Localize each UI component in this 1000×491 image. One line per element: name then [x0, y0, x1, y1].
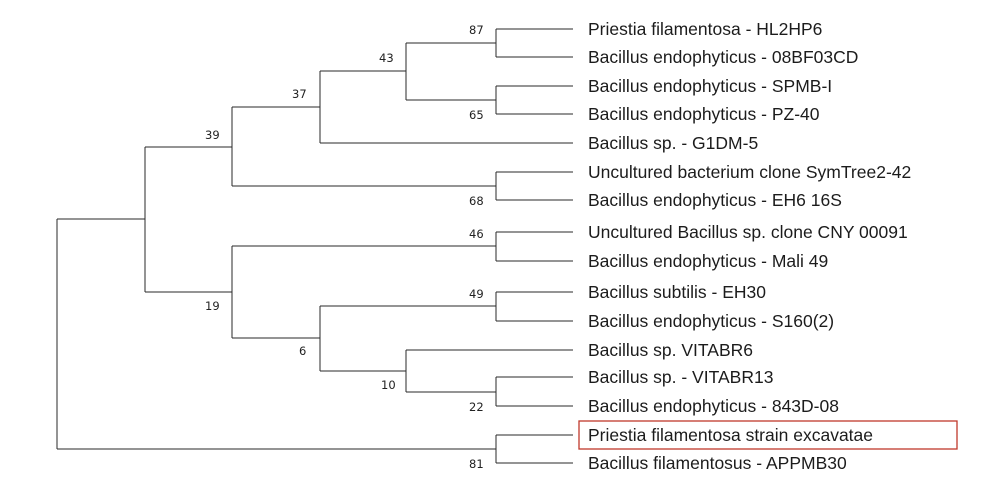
taxon-label: Bacillus endophyticus - 843D-08: [588, 396, 839, 416]
bootstrap-37: 37: [292, 87, 307, 101]
taxon-label: Bacillus sp. VITABR6: [588, 340, 753, 360]
tree-branches: [56, 28, 573, 464]
bootstrap-68: 68: [469, 194, 484, 208]
taxon-label-highlighted: Priestia filamentosa strain excavatae: [588, 425, 873, 445]
bootstrap-22: 22: [469, 400, 484, 414]
bootstrap-labels: 87 43 65 37 39 68 46 19 49 6 10 22 81: [205, 23, 484, 471]
bootstrap-65: 65: [469, 108, 484, 122]
taxon-label: Bacillus sp. - G1DM-5: [588, 133, 758, 153]
taxon-label: Bacillus endophyticus - Mali 49: [588, 251, 828, 271]
bootstrap-87: 87: [469, 23, 484, 37]
taxon-labels: Priestia filamentosa - HL2HP6 Bacillus e…: [588, 19, 911, 473]
taxon-label: Bacillus endophyticus - SPMB-I: [588, 76, 832, 96]
bootstrap-19: 19: [205, 299, 220, 313]
bootstrap-49: 49: [469, 287, 484, 301]
bootstrap-46: 46: [469, 227, 484, 241]
bootstrap-43: 43: [379, 51, 394, 65]
taxon-label: Bacillus filamentosus - APPMB30: [588, 453, 847, 473]
taxon-label: Bacillus endophyticus - S160(2): [588, 311, 834, 331]
taxon-label: Uncultured bacterium clone SymTree2-42: [588, 162, 911, 182]
taxon-label: Bacillus endophyticus - EH6 16S: [588, 190, 842, 210]
taxon-label: Uncultured Bacillus sp. clone CNY 00091: [588, 222, 908, 242]
bootstrap-10: 10: [381, 378, 396, 392]
bootstrap-6: 6: [299, 344, 306, 358]
bootstrap-81: 81: [469, 457, 484, 471]
taxon-label: Bacillus endophyticus - PZ-40: [588, 104, 820, 124]
taxon-label: Bacillus subtilis - EH30: [588, 282, 766, 302]
highlight-box: [578, 420, 958, 450]
taxon-label: Priestia filamentosa - HL2HP6: [588, 19, 822, 39]
taxon-label: Bacillus endophyticus - 08BF03CD: [588, 47, 858, 67]
taxon-label: Bacillus sp. - VITABR13: [588, 367, 773, 387]
bootstrap-39: 39: [205, 128, 220, 142]
